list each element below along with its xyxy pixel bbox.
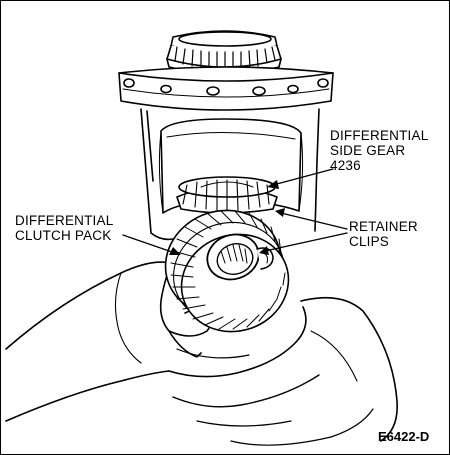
leader-lines [122,168,348,255]
side-gear-label-line-2: SIDE GEAR [330,143,406,158]
retainer-clips-label-line-1: RETAINER [349,219,418,234]
clutch-pack-label: DIFFERENTIAL CLUTCH PACK [15,213,113,243]
side-gear-label-line-1: DIFFERENTIAL [330,128,429,143]
carrier-bearing [166,30,282,75]
hands [5,261,398,446]
retainer-clips-label: RETAINER CLIPS [349,219,418,249]
figure-id: E6422-D [378,429,430,444]
clutch-pack-label-line-2: CLUTCH PACK [15,228,112,243]
side-gear [176,176,278,214]
retainer-clips-label-line-2: CLIPS [349,234,390,249]
side-gear-label-line-3: 4236 [330,158,361,173]
side-gear-label: DIFFERENTIAL SIDE GEAR 4236 [330,128,428,173]
clutch-pack-label-line-1: DIFFERENTIAL [15,213,114,228]
